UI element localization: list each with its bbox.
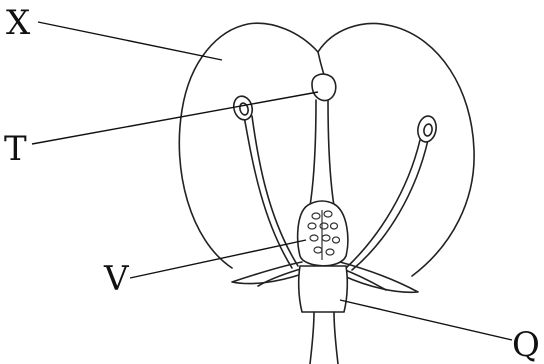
pedicel: [310, 312, 314, 364]
stamen-left-anther: [231, 94, 255, 122]
stigma: [312, 74, 336, 100]
leader-line-x: [38, 22, 222, 60]
leader-line-t: [32, 92, 318, 144]
leader-line-v: [130, 240, 306, 278]
label-t: T: [4, 129, 27, 169]
receptacle: [299, 266, 348, 312]
label-q: Q: [512, 325, 540, 364]
pistil-style: [310, 100, 316, 206]
label-x: X: [6, 3, 31, 43]
sepal-right: [340, 262, 418, 292]
label-v: V: [103, 259, 130, 299]
sepal-left: [232, 262, 302, 284]
stamen-right-anther: [416, 115, 438, 144]
stamen-right-filament: [346, 140, 420, 268]
ovary: [298, 201, 348, 266]
leader-line-q: [340, 300, 512, 340]
